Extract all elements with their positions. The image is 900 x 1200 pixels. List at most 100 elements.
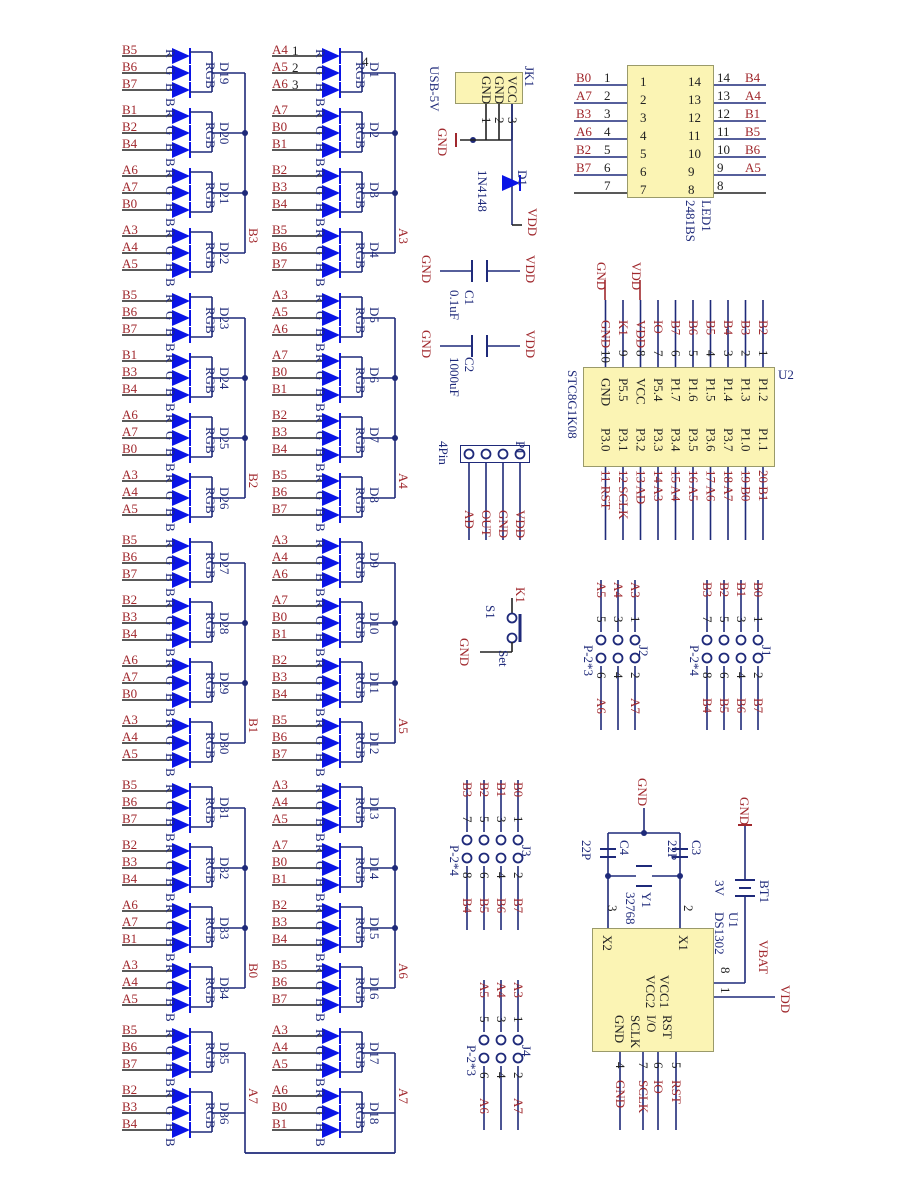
led-net-label: A5 <box>272 304 288 319</box>
led-type-label: RGB <box>203 1042 218 1069</box>
jumper-net-label: A7 <box>628 698 643 714</box>
led-net-label: B4 <box>122 626 138 641</box>
led-net-label: B6 <box>272 484 288 499</box>
led-net-label: B5 <box>122 1022 138 1037</box>
led-display-pin-number: 7 <box>604 178 611 193</box>
led-display-inner-pin: 6 <box>640 164 647 179</box>
led-net-label: B5 <box>122 42 138 57</box>
led-net-label: B0 <box>272 609 288 624</box>
jumper-pin <box>735 634 747 646</box>
led-net-label: B2 <box>272 162 288 177</box>
led-type-label: RGB <box>203 487 218 514</box>
led-type-label: RGB <box>203 62 218 89</box>
led-pin-label: B <box>313 1078 328 1087</box>
mcu-net-label: 13 AD <box>633 470 649 505</box>
led-pin-label: B <box>163 878 178 887</box>
led-display-pin-number: 5 <box>604 142 611 157</box>
rgb-led-d36 <box>172 1088 190 1104</box>
led-pin-label: B <box>313 523 328 532</box>
jumper-pin <box>512 852 524 864</box>
led-net-label: A6 <box>272 321 288 336</box>
led-designator: D9 <box>367 552 382 568</box>
led-pin-label: B <box>313 1123 328 1132</box>
led-net-label: A5 <box>122 256 138 271</box>
led-net-label: B1 <box>272 1116 288 1131</box>
led-pin-label: G <box>313 1106 328 1116</box>
led-type-label: RGB <box>353 732 368 759</box>
jumper-pin <box>478 1034 490 1046</box>
led-pin-label: R <box>163 49 178 58</box>
c1-vdd-label: VDD <box>523 255 538 284</box>
rtc-net-label: RST <box>669 1080 684 1104</box>
jumper-net-label: B0 <box>751 582 766 598</box>
jumper-net-label: A4 <box>611 582 626 598</box>
jumper-pin-number: 4 <box>494 872 509 879</box>
led-designator: D25 <box>217 427 232 450</box>
battery-designator: BT1 <box>757 880 772 904</box>
jumper-type: P-2*3 <box>581 645 596 677</box>
rgb-led-d25 <box>172 447 190 463</box>
led-designator: D7 <box>367 427 382 443</box>
led-pin-label: G <box>313 801 328 811</box>
led-designator: D13 <box>367 797 382 820</box>
rgb-led-d21 <box>172 185 190 201</box>
led-pin-number: 3 <box>292 77 299 92</box>
led-type-label: RGB <box>203 1102 218 1129</box>
led-net-label: B7 <box>272 991 288 1006</box>
led-net-label: B4 <box>122 871 138 886</box>
rgb-led-d19 <box>172 82 190 98</box>
led-pin-label: R <box>163 294 178 303</box>
mcu-net-label: B2 <box>756 320 771 336</box>
jumper-net-label: A4 <box>494 982 509 998</box>
led-pin-label: B <box>313 1138 328 1147</box>
rgb-led-d17 <box>322 1062 340 1078</box>
rtc-vbat-label: VBAT <box>756 940 771 974</box>
led-type-label: RGB <box>203 122 218 149</box>
jumper-net-label: B7 <box>751 698 766 714</box>
led-pin-number: 4 <box>362 54 369 69</box>
rgb-led-d1 <box>322 65 340 81</box>
led-pin-label: G <box>163 371 178 381</box>
led-pin-label: B <box>313 953 328 962</box>
led-pin-label: B <box>313 388 328 397</box>
led-pin-number: 1 <box>292 43 299 58</box>
led-net-label: B4 <box>122 136 138 151</box>
led-net-label: A7 <box>272 592 288 607</box>
led-net-label: B6 <box>122 794 138 809</box>
led-pin-label: B <box>163 573 178 582</box>
led-net-label: A7 <box>122 179 138 194</box>
led-designator: D29 <box>217 672 232 695</box>
mcu-body <box>583 367 775 467</box>
rgb-led-d26 <box>172 490 190 506</box>
led-display-inner-pin: 7 <box>640 182 647 197</box>
led-pin-label: G <box>313 431 328 441</box>
led-column-common-label: A6 <box>396 963 411 979</box>
led-net-label: B6 <box>272 974 288 989</box>
mcu-net-label: 17 A6 <box>703 470 719 502</box>
led-pin-label: B <box>313 633 328 642</box>
led-net-label: B7 <box>122 321 138 336</box>
led-pin-label: B <box>163 693 178 702</box>
led-net-label: B2 <box>272 897 288 912</box>
led-designator: D21 <box>217 182 232 205</box>
rgb-led-d8 <box>322 473 340 489</box>
mcu-net-label: B4 <box>721 320 736 336</box>
led-pin-label: G <box>313 126 328 136</box>
led-net-label: B1 <box>122 102 138 117</box>
led-designator: D24 <box>217 367 232 390</box>
led-pin-label: B <box>163 523 178 532</box>
rgb-led-d17 <box>322 1028 340 1044</box>
rgb-led-d29 <box>172 658 190 674</box>
c2-value: 1000uF <box>447 357 462 397</box>
led-net-label: A7 <box>272 837 288 852</box>
led-pin-label: B <box>163 403 178 412</box>
led-display-pin-number: 2 <box>604 88 611 103</box>
rgb-led-d24 <box>172 387 190 403</box>
switch-contact <box>506 612 518 624</box>
led-type-label: RGB <box>353 857 368 884</box>
rgb-led-d9 <box>322 555 340 571</box>
led-pin-label: R <box>313 659 328 668</box>
led-type-label: RGB <box>203 857 218 884</box>
jumper-designator: J2 <box>636 645 651 657</box>
led-designator: D34 <box>217 977 232 1000</box>
